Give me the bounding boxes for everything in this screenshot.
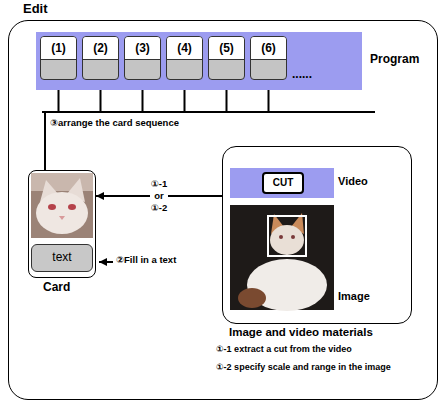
box-heading: Video: [338, 175, 368, 188]
card: Cardtext: [28, 170, 96, 278]
program-cell: (2): [82, 36, 119, 80]
box-text: (1): [41, 37, 76, 60]
box-text: text: [52, 251, 71, 265]
flow-arrow: [45, 80, 269, 170]
box-text: (6): [251, 37, 286, 60]
cat-face: [36, 192, 88, 234]
legend-note: ①-1 extract a cut from the video: [216, 344, 352, 354]
image-label: Image: [338, 290, 370, 303]
range-square: [268, 216, 306, 256]
program-band: Program(1)(2)(3)(4)(5)(6): [36, 32, 362, 90]
cat-eye: [48, 204, 56, 210]
box-heading: Image and video materials: [229, 326, 373, 339]
cut-box: CUT: [262, 172, 304, 194]
video-bar: VideoCUT: [230, 168, 334, 198]
card-text-field: text: [31, 244, 93, 272]
card-cat-photo: [31, 173, 93, 238]
box-text: (3): [125, 37, 160, 60]
fill-text-leader: [99, 261, 113, 263]
edge-label: ①-1 or ①-2: [150, 178, 169, 214]
step-note: ②Fill in a text: [116, 255, 176, 266]
cat-face: [270, 225, 304, 255]
program-cell: (1): [40, 36, 77, 80]
cat-eye: [279, 235, 283, 239]
cat-eye: [68, 204, 76, 210]
photo-ground: [31, 173, 93, 238]
box-heading: Card: [43, 281, 70, 295]
cat-eye: [291, 235, 295, 239]
cat-paw: [238, 288, 266, 308]
edit-panel: EditProgram(1)(2)(3)(4)(5)(6)CardtextIma…: [8, 20, 438, 400]
ellipsis: ......: [292, 68, 312, 82]
program-cell: (6): [250, 36, 287, 80]
materials-box: Image and video materialsVideoCUT: [222, 146, 412, 324]
photo-ground: [230, 205, 334, 310]
program-cell: (5): [208, 36, 245, 80]
step-note: ③arrange the card sequence: [50, 118, 179, 129]
flow-arrow: [45, 80, 185, 170]
box-text: CUT: [273, 177, 294, 189]
box-heading: Edit: [23, 2, 48, 17]
program-cell: (3): [124, 36, 161, 80]
cat-nose: [59, 216, 65, 220]
flow-arrow: [45, 80, 227, 170]
box-heading: Program: [370, 53, 419, 67]
photo-ground: [31, 173, 93, 191]
box-text: (5): [209, 37, 244, 60]
box-text: (2): [83, 37, 118, 60]
legend-note: ①-2 specify scale and range in the image: [216, 362, 391, 372]
program-cell: (4): [166, 36, 203, 80]
box-text: (4): [167, 37, 202, 60]
material-cat-photo: [230, 205, 334, 311]
